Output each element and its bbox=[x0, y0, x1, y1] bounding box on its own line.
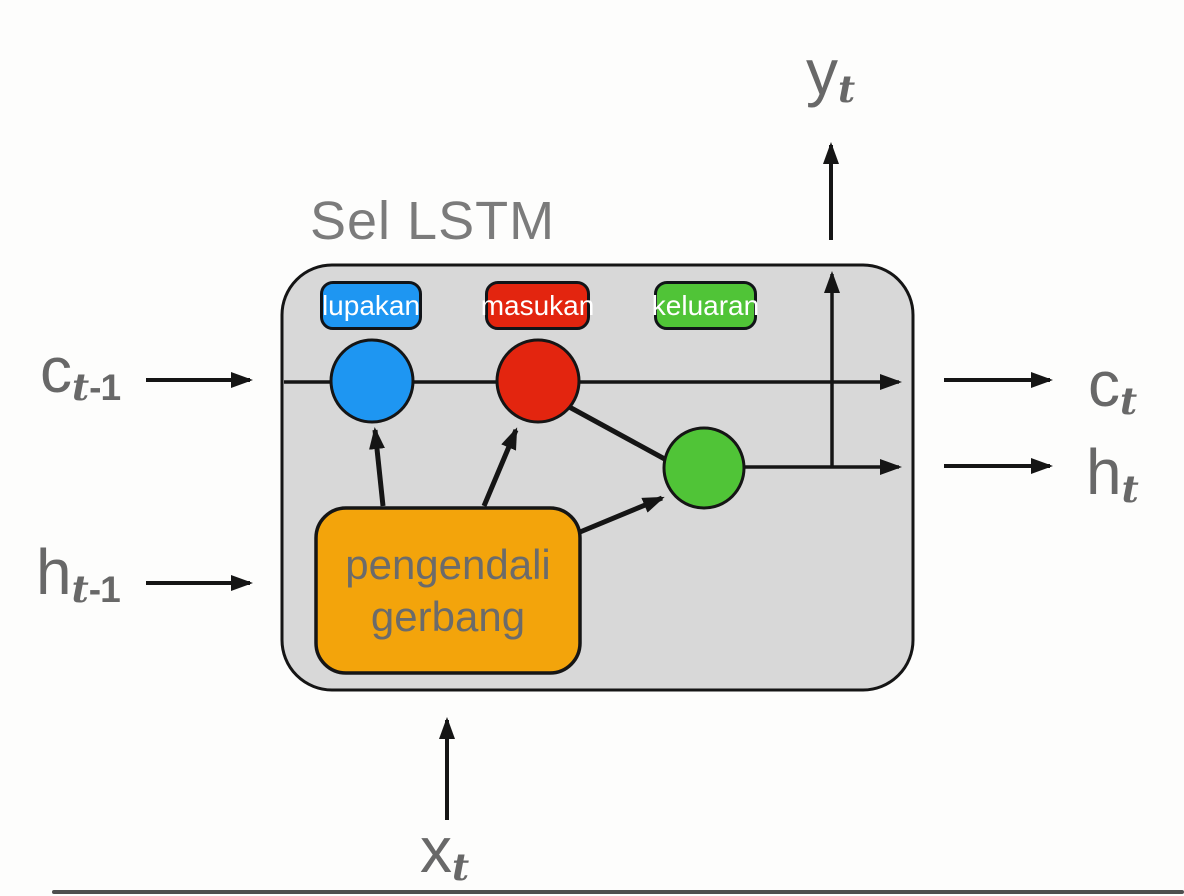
input-to-output-connector bbox=[560, 400, 674, 466]
forget-gate-node bbox=[329, 338, 415, 424]
label-c-prev-sub: t bbox=[72, 365, 90, 410]
label-c-prev-sub-suffix: -1 bbox=[89, 366, 121, 409]
label-y-out-base: y bbox=[806, 36, 838, 108]
label-h-out-base: h bbox=[1086, 436, 1122, 508]
label-y-out-sub: t bbox=[838, 67, 856, 112]
label-h-out: ht bbox=[1086, 440, 1139, 508]
output-gate-node bbox=[662, 426, 746, 510]
gate-controller-label: pengendali gerbang bbox=[316, 508, 580, 673]
label-c-out-sub: t bbox=[1120, 379, 1138, 424]
label-h-out-sub: t bbox=[1121, 467, 1139, 512]
label-y-out: yt bbox=[806, 40, 855, 108]
gate-label-input: masukan bbox=[481, 281, 594, 330]
label-x-in-sub: t bbox=[452, 845, 470, 890]
label-h-prev-sub: t bbox=[71, 567, 89, 612]
gate-label-output-text: keluaran bbox=[651, 289, 760, 321]
input-gate-node bbox=[495, 338, 581, 424]
label-h-prev-base: h bbox=[36, 536, 72, 608]
gate-controller-box bbox=[314, 506, 582, 675]
controller-to-forget-arrow bbox=[369, 427, 386, 507]
gate-controller-label-line1: pengendali bbox=[345, 541, 551, 589]
controller-to-output-arrow bbox=[579, 495, 665, 535]
label-c-out: ct bbox=[1088, 352, 1137, 420]
gate-controller-label-line2: gerbang bbox=[370, 592, 526, 640]
label-x-in: xt bbox=[420, 818, 469, 886]
bottom-edge-artifact bbox=[52, 890, 1184, 894]
gate-label-forget-text: lupakan bbox=[321, 289, 421, 321]
label-h-prev-sub-suffix: -1 bbox=[88, 568, 121, 611]
gate-label-input-text: masukan bbox=[480, 289, 595, 321]
label-h-prev: ht-1 bbox=[36, 540, 121, 608]
label-x-in-base: x bbox=[420, 814, 452, 886]
label-c-out-base: c bbox=[1088, 348, 1120, 420]
gate-label-output: keluaran bbox=[651, 281, 760, 330]
label-c-prev: ct-1 bbox=[40, 338, 121, 406]
gate-label-forget: lupakan bbox=[320, 281, 422, 330]
diagram-title: Sel LSTM bbox=[310, 191, 556, 251]
label-c-prev-base: c bbox=[40, 334, 72, 406]
controller-to-input-arrow bbox=[481, 427, 519, 507]
